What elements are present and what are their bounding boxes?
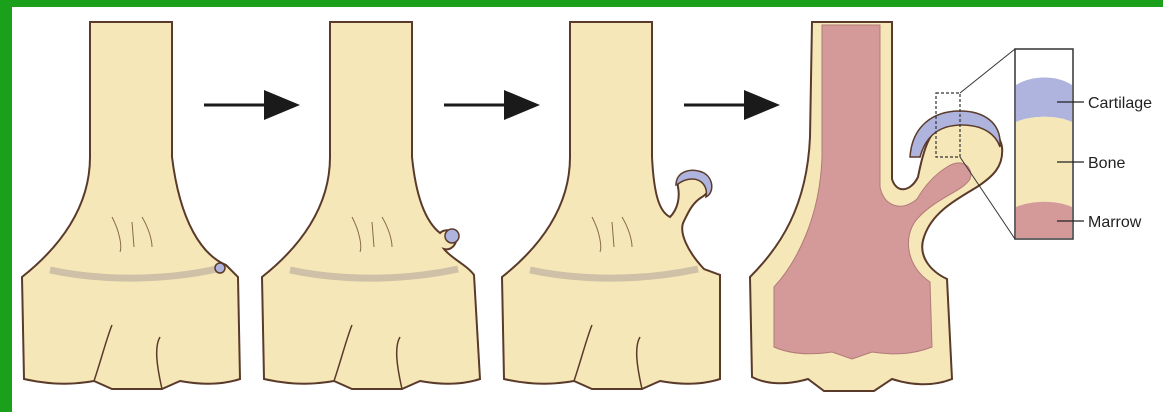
zoom-line-top: [960, 49, 1015, 93]
diagram-canvas: Cartilage Bone Marrow: [12, 7, 1163, 412]
stage-3-shaft: [502, 22, 720, 389]
inset-panel: [1015, 49, 1073, 239]
stage-1-shaft: [22, 22, 240, 389]
marrow-label: Marrow: [1088, 214, 1142, 231]
inset-cartilage: [1016, 78, 1072, 123]
stage-2-shaft: [262, 22, 480, 389]
cartilage-label: Cartilage: [1088, 95, 1152, 112]
osteochondroma-diagram: Cartilage Bone Marrow: [12, 7, 1163, 412]
inset-marrow: [1016, 202, 1072, 238]
stage-2-cartilage-cap: [445, 229, 459, 243]
stage-4-bone: [750, 22, 1002, 391]
stage-1-bone: [22, 22, 240, 389]
stage-1-cartilage-nub: [215, 263, 225, 273]
bone-label: Bone: [1088, 155, 1125, 172]
stage-3-bone: [502, 22, 720, 389]
stage-2-bone: [262, 22, 480, 389]
